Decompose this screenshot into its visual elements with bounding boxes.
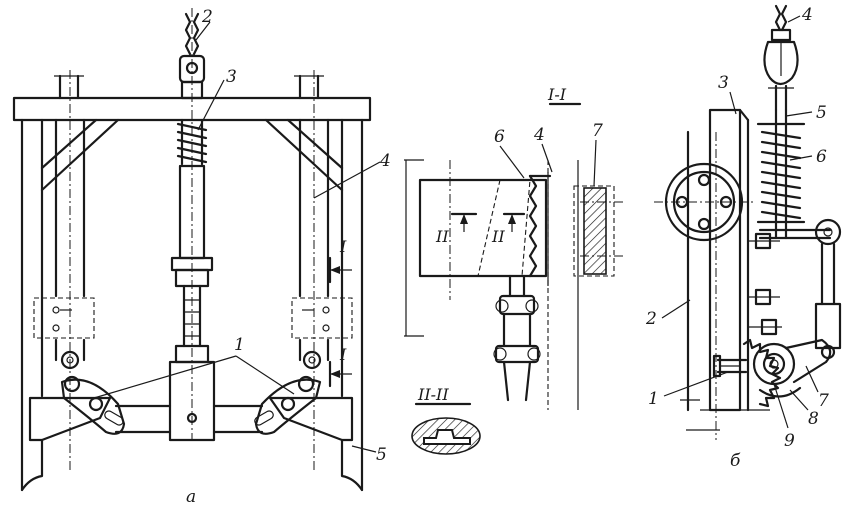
view-letter-a: а: [186, 487, 196, 507]
left-column: [20, 70, 86, 492]
central-screw: [168, 8, 216, 442]
pulley: [654, 162, 756, 242]
right-clamp-block: [291, 297, 353, 339]
label-b-3: 3: [718, 73, 729, 93]
label-b-7: 7: [818, 391, 829, 411]
label-b-8: 8: [808, 409, 819, 429]
cut-mark-II-left: II: [435, 227, 449, 246]
label-s-7: 7: [592, 121, 603, 141]
left-clamp-block: [33, 297, 95, 339]
view-a: [12, 8, 381, 492]
label-s-6: 6: [494, 127, 505, 147]
label-s-4: 4: [533, 125, 545, 145]
labels-section: I-I 6 4 7 II II II-II: [417, 85, 603, 404]
hatched-rail: [583, 187, 607, 275]
label-b-9: 9: [784, 431, 795, 451]
section-II-II: [411, 402, 481, 455]
labels-a: 2 3 4 1 5 I I а: [186, 7, 391, 507]
spring: [760, 130, 802, 220]
hoist-rope: [763, 4, 799, 240]
view-letter-b: б: [730, 451, 741, 471]
left-cam: [60, 350, 126, 435]
cut-mark-lower: I: [339, 345, 347, 364]
section-I-I: [404, 102, 626, 410]
label-b-5: 5: [816, 103, 827, 123]
label-b-4: 4: [801, 5, 813, 25]
label-a-4: 4: [379, 151, 391, 171]
label-a-5: 5: [376, 445, 387, 465]
right-shoe: [268, 396, 354, 442]
section-II-title: II-II: [417, 385, 449, 404]
label-b-2: 2: [645, 309, 657, 329]
label-a-3: 3: [226, 67, 237, 87]
clamp-body: [418, 178, 548, 278]
label-b-1: 1: [648, 389, 659, 409]
right-cam: [254, 350, 322, 435]
cut-mark-II-right: II: [491, 227, 505, 246]
label-b-6: 6: [816, 147, 827, 167]
view-b: [654, 4, 842, 440]
label-a-1: 1: [234, 335, 245, 355]
section-I-title: I-I: [547, 85, 567, 104]
cut-mark-upper: I: [339, 237, 347, 256]
right-column: [298, 70, 364, 492]
labels-b: 4 3 5 6 2 1 7 8 9 б: [645, 5, 829, 471]
label-a-2: 2: [201, 7, 213, 27]
